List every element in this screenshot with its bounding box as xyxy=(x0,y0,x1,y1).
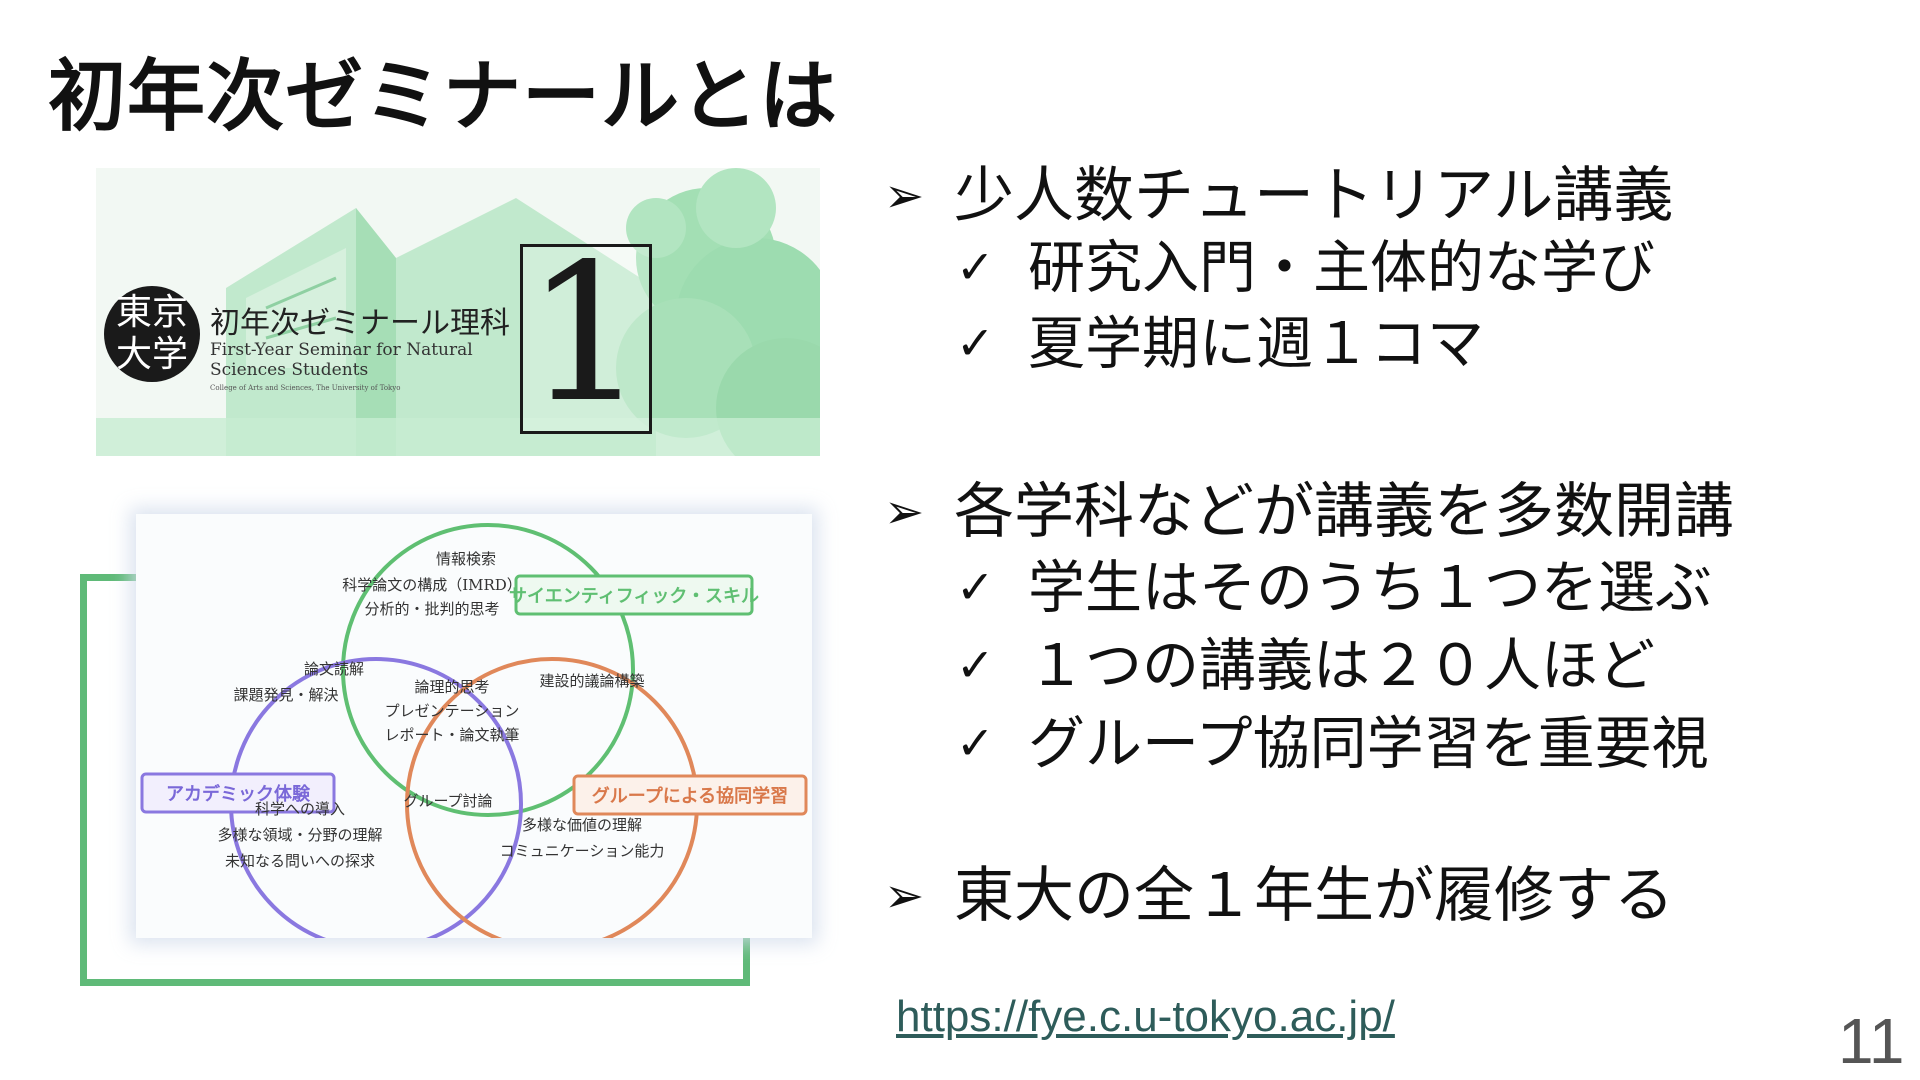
sub-bullet-item: ✓ 夏学期に週１コマ xyxy=(956,308,1484,379)
item-scientific-2: 分析的・批判的思考 xyxy=(364,600,499,618)
page-number: 11 xyxy=(1838,1005,1905,1077)
label-academic-box: アカデミック体験 xyxy=(140,772,336,814)
arrowhead-icon: ➢ xyxy=(884,484,925,540)
bullet-text: 少人数チュートリアル講義 xyxy=(954,161,1674,231)
item-scientific-0: 情報検索 xyxy=(436,550,496,568)
item-center-0: 論理的思考 xyxy=(414,678,489,696)
label-academic: アカデミック体験 xyxy=(166,783,311,805)
label-scientific-rect xyxy=(514,574,754,616)
check-icon: ✓ xyxy=(956,240,995,294)
label-group-rect xyxy=(572,774,808,816)
label-group: グループによる協同学習 xyxy=(592,785,788,807)
item-academic-0: 科学への導入 xyxy=(255,800,345,818)
check-icon: ✓ xyxy=(956,716,995,770)
item-academic-1: 多様な領域・分野の理解 xyxy=(217,826,382,844)
seminar-banner-image: 東京 大学 初年次ゼミナール理科 First-Year Seminar for … xyxy=(96,168,820,456)
item-academic-2: 未知なる問いへの探求 xyxy=(225,852,375,870)
university-logo: 東京 大学 xyxy=(104,286,200,382)
check-icon: ✓ xyxy=(956,560,995,614)
sub-bullet-item: ✓ グループ協同学習を重要視 xyxy=(956,708,1709,779)
bullet-item: ➢ 各学科などが講義を多数開講 xyxy=(884,476,1734,548)
label-scientific: サイエンティフィック・スキル xyxy=(509,586,759,607)
sub-bullet-text: 研究入門・主体的な学び xyxy=(1028,235,1655,301)
sub-bullet-text: 夏学期に週１コマ xyxy=(1028,311,1484,377)
sub-bullet-item: ✓ １つの講義は２０人ほど xyxy=(956,630,1655,701)
source-link[interactable]: https://fye.c.u-tokyo.ac.jp/ xyxy=(896,992,1395,1041)
sub-bullet-item: ✓ 学生はそのうち１つを選ぶ xyxy=(956,552,1712,623)
circle-scientific xyxy=(341,523,635,817)
item-center-2: レポート・論文執筆 xyxy=(384,726,519,744)
banner-title-jp: 初年次ゼミナール理科 xyxy=(210,306,510,341)
venn-diagram: サイエンティフィック・スキル アカデミック体験 グループによる協同学習 情報検索… xyxy=(136,514,812,938)
item-acad-group-0: グループ討論 xyxy=(403,792,492,810)
arrowhead-icon: ➢ xyxy=(884,868,925,924)
item-center-1: プレゼンテーション xyxy=(385,702,520,720)
bullet-item: ➢ 東大の全１年生が履修する xyxy=(884,860,1674,932)
item-group-1: コミュニケーション能力 xyxy=(500,842,665,860)
item-sci-acad-1: 課題発見・解決 xyxy=(233,686,338,704)
banner-title-en: First-Year Seminar for Natural Sciences … xyxy=(210,340,473,380)
check-icon: ✓ xyxy=(956,638,995,692)
sub-bullet-text: １つの講義は２０人ほど xyxy=(1028,633,1655,699)
label-scientific-box: サイエンティフィック・スキル xyxy=(509,574,759,616)
sub-bullet-text: 学生はそのうち１つを選ぶ xyxy=(1028,555,1712,621)
item-sci-acad-0: 論文読解 xyxy=(304,660,364,678)
item-scientific-1: 科学論文の構成（IMRD） xyxy=(342,576,522,594)
bullet-text: 東大の全１年生が履修する xyxy=(954,861,1674,931)
slide-title: 初年次ゼミナールとは xyxy=(48,52,839,142)
check-icon: ✓ xyxy=(956,316,995,370)
banner-subtitle: College of Arts and Sciences, The Univer… xyxy=(210,384,401,392)
bullet-item: ➢ 少人数チュートリアル講義 xyxy=(884,160,1673,232)
venn-diagram-canvas: サイエンティフィック・スキル アカデミック体験 グループによる協同学習 情報検索… xyxy=(140,523,808,938)
sub-bullet-item: ✓ 研究入門・主体的な学び xyxy=(956,232,1655,303)
label-group-box: グループによる協同学習 xyxy=(572,774,808,816)
label-academic-rect xyxy=(140,772,336,814)
sub-bullet-text: グループ協同学習を重要視 xyxy=(1028,711,1709,777)
banner-number: 1 xyxy=(525,223,647,444)
bullet-text: 各学科などが講義を多数開講 xyxy=(954,477,1734,547)
banner-number-box: 1 xyxy=(520,239,652,434)
arrowhead-icon: ➢ xyxy=(884,168,925,224)
item-group-0: 多様な価値の理解 xyxy=(522,816,642,834)
item-sci-group-0: 建設的議論構築 xyxy=(539,672,644,690)
